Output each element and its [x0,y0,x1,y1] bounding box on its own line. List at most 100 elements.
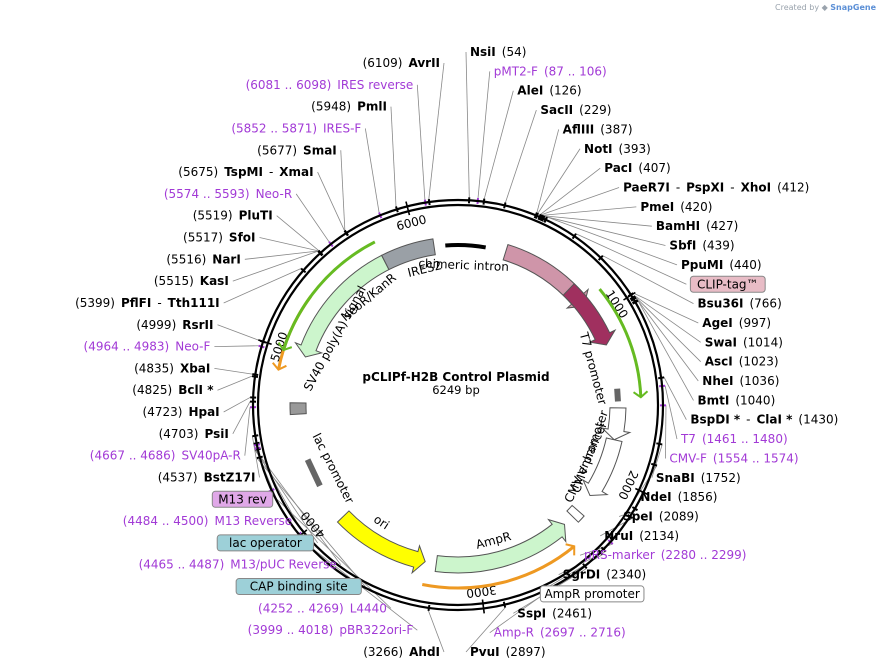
label-part-prim: (4667 .. 4686) [90,449,176,463]
label-part-enz: AgeI [702,316,732,330]
label-part-pos: (5517) [183,231,223,245]
label-part-enz: SnaBI [656,471,695,485]
site-label: PvuI(2897) [470,645,546,659]
label-part-prim: pRS-marker [584,548,655,562]
label-part-prim: SV40pA-R [181,449,240,463]
leader-line [489,594,544,633]
leader-line [575,233,687,285]
orf-arc [421,545,576,590]
tick-mark [405,201,411,216]
site-label: (4667 .. 4686) SV40pA-R [90,449,241,463]
site-label: NdeI(1856) [640,490,717,504]
label-part-prim: (2697 .. 2716) [540,626,626,640]
site-label: T7(1461 .. 1480) [680,432,788,446]
label-part-pos: (412) [777,180,809,194]
site-label: (4723)HpaI [143,405,220,419]
label-part-pos: (439) [702,239,734,253]
label-part-pos: - [676,180,680,194]
label-part-enz: PflFI [121,296,151,310]
label-part-enz: TspMI [224,165,263,179]
site-label: (4964 .. 4983)Neo-F [84,340,211,354]
label-part-enz: NsiI [470,45,496,59]
leader-line [317,171,345,231]
label-part-pos: (2461) [552,606,592,620]
feature-tag-text: lac operator [229,536,302,550]
leader-line [634,295,701,343]
site-label: NruI (2134) [604,529,679,543]
tick-mark [623,291,636,301]
leader-line [217,375,253,391]
label-part-pos: (766) [749,297,781,311]
leader-line [537,148,581,214]
feature-label-lac-promoter: lac promoter [310,431,357,506]
leader-line [244,407,251,456]
site-label: (5515)KasI [154,274,229,288]
orf-arc-head [277,341,293,352]
feature-chimeric-intron [445,243,487,250]
site-label: AflIII(387) [563,122,633,136]
leader-line [217,324,261,342]
label-part-pos: (126) [549,84,581,98]
site-label: (5948)PmlI [311,100,387,114]
label-part-enz: KasI [200,274,229,288]
site-label: (5574 .. 5593)Neo-R [164,187,292,201]
label-part-pos: (2089) [659,510,699,524]
site-label: (5519)PluTI [193,209,273,223]
label-part-enz: SspI [517,606,546,620]
site-label: SacII(229) [540,103,611,117]
plasmid-backbone [251,198,665,612]
leader-line [232,250,319,282]
feature-label-chimeric-intron: chimeric intron [418,256,509,274]
site-label: (5677)SmaI [257,143,337,157]
site-label: (6109) AvrII [363,56,440,70]
label-part-enz: XhoI [741,180,772,194]
site-label: NheI(1036) [702,374,779,388]
leader-line [540,167,601,215]
label-part-pos: (6109) [363,56,403,70]
label-part-enz: NdeI [640,490,671,504]
label-part-prim: IRES reverse [337,78,413,92]
leader-line [416,84,426,200]
feature-cmv-enhancer [582,437,623,496]
leader-line [276,215,319,251]
label-part-enz: PmeI [640,200,674,214]
site-label: (4484 .. 4500)M13 Reverse [123,514,292,528]
label-part-pos: (2134) [639,529,679,543]
label-part-enz: SfoI [229,231,256,245]
site-label: SwaI(1014) [705,335,783,349]
label-part-pos: (5677) [257,143,297,157]
site-label: (6081 .. 6098)IRES reverse [246,78,414,92]
site-label: pMT2-F(87 .. 106) [494,64,607,78]
label-part-enz: AvrII [408,56,440,70]
tick-label: 2000 [615,468,641,502]
label-part-prim: pBR322ori-F [339,623,413,637]
label-part-pos: (4703) [159,427,199,441]
feature-tag-box [216,534,315,552]
left-labels: (6109) AvrII (6081 .. 6098)IRES reverse (59… [75,56,440,659]
label-part-pos: (1014) [743,335,783,349]
label-part-prim: pMT2-F [494,64,538,78]
leader-line [223,268,302,304]
site-label: (5399)PflFI-Tth111I [75,296,220,310]
label-part-pos: (440) [729,258,761,272]
label-part-pos: (4835) [134,361,174,375]
orf-arcs [271,240,649,590]
leader-line [541,187,620,215]
leader-line [364,128,380,213]
site-label: AgeI(997) [702,316,771,330]
leader-line [602,255,694,304]
site-label: (4537)BstZ17I [158,470,256,484]
site-label: SbfI(439) [669,239,734,253]
feature-tag-box [211,490,274,508]
site-label: CMV-F(1554 .. 1574) [669,451,798,465]
leader-line [428,62,445,200]
label-part-enz: NruI [604,529,633,543]
label-part-enz: AscI [705,355,733,369]
label-part-enz: PluTI [239,209,273,223]
label-part-prim: (3999 .. 4018) [248,623,334,637]
feature-label-ori: ori [371,512,392,532]
label-part-enz: ClaI * [756,413,793,427]
site-label: (4825)BclI * [132,383,214,397]
site-label: NotI(393) [584,142,651,156]
